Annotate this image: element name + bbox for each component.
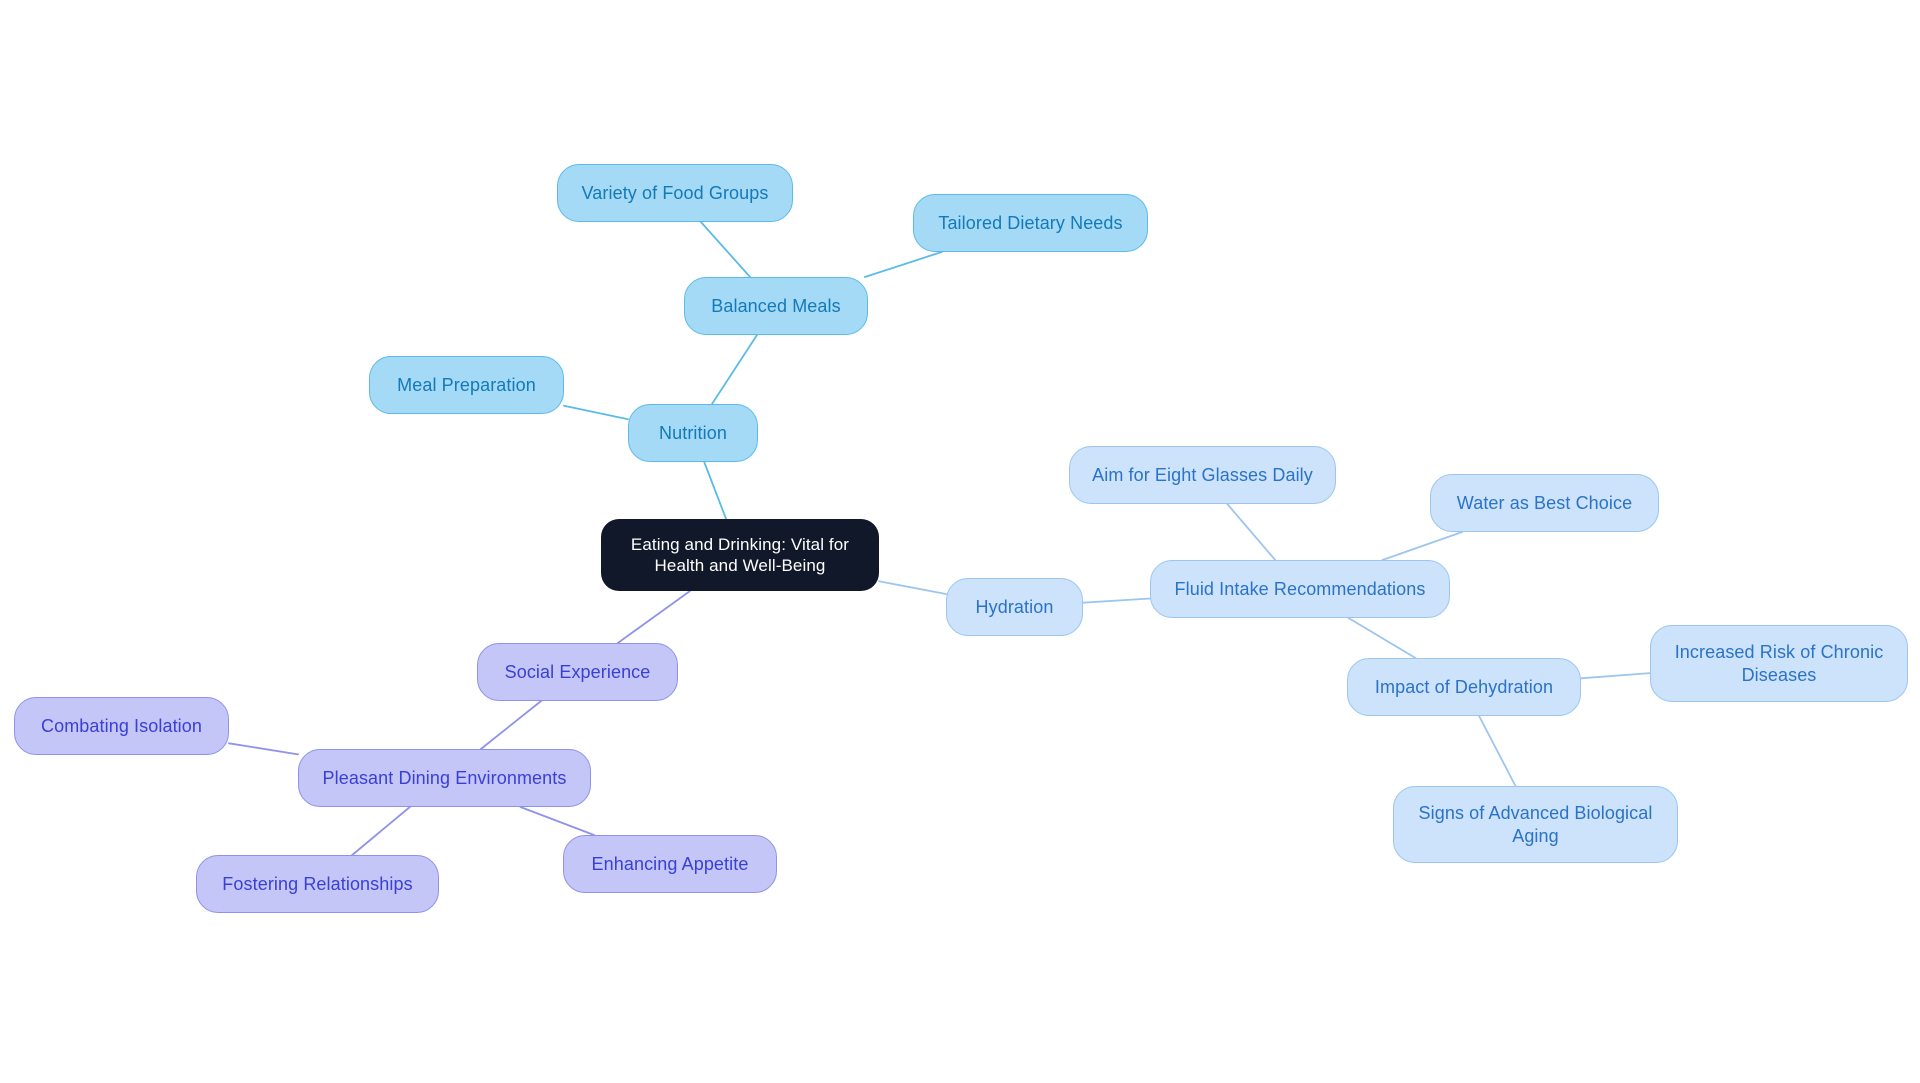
mindmap-node-label: Tailored Dietary Needs	[938, 212, 1123, 233]
mindmap-edge-hydration-to-fluid-intake-recommendations	[1082, 597, 1151, 604]
mindmap-node-variety-of-food-groups[interactable]: Variety of Food Groups	[557, 164, 793, 222]
mindmap-node-combating-isolation[interactable]: Combating Isolation	[14, 697, 229, 755]
mindmap-node-label: Social Experience	[504, 661, 651, 682]
mindmap-node-hydration[interactable]: Hydration	[946, 578, 1083, 636]
mindmap-node-label: Nutrition	[659, 422, 727, 443]
mindmap-node-label: Water as Best Choice	[1456, 492, 1633, 513]
mindmap-edge-balanced-meals-to-tailored-dietary-needs	[864, 251, 943, 278]
mindmap-node-meal-preparation[interactable]: Meal Preparation	[369, 356, 564, 414]
mindmap-node-label: Variety of Food Groups	[581, 182, 769, 203]
mindmap-edge-impact-of-dehydration-to-increased-risk-of-chronic-diseases	[1580, 672, 1651, 680]
mindmap-edge-nutrition-to-meal-preparation	[563, 404, 629, 421]
mindmap-edge-pleasant-dining-environments-to-combating-isolation	[228, 742, 299, 756]
mindmap-node-aim-for-eight-glasses-daily[interactable]: Aim for Eight Glasses Daily	[1069, 446, 1336, 504]
mindmap-node-enhancing-appetite[interactable]: Enhancing Appetite	[563, 835, 777, 893]
mindmap-node-pleasant-dining-environments[interactable]: Pleasant Dining Environments	[298, 749, 591, 807]
mindmap-node-label: Pleasant Dining Environments	[322, 767, 567, 788]
mindmap-node-label: Hydration	[975, 596, 1054, 617]
mindmap-node-label: Meal Preparation	[397, 374, 536, 395]
mindmap-node-increased-risk-of-chronic-diseases[interactable]: Increased Risk of Chronic Diseases	[1650, 625, 1908, 702]
mindmap-node-water-as-best-choice[interactable]: Water as Best Choice	[1430, 474, 1659, 532]
mindmap-node-label: Enhancing Appetite	[591, 853, 749, 874]
mindmap-node-fluid-intake-recommendations[interactable]: Fluid Intake Recommendations	[1150, 560, 1450, 618]
mindmap-node-label: Increased Risk of Chronic Diseases	[1674, 642, 1884, 685]
mindmap-edge-fluid-intake-recommendations-to-impact-of-dehydration	[1347, 617, 1417, 659]
mindmap-edge-pleasant-dining-environments-to-enhancing-appetite	[519, 806, 595, 836]
mindmap-edge-root-to-hydration	[878, 580, 947, 595]
mindmap-node-nutrition[interactable]: Nutrition	[628, 404, 758, 462]
mindmap-node-label: Impact of Dehydration	[1374, 676, 1554, 697]
mindmap-node-label: Fluid Intake Recommendations	[1174, 578, 1426, 599]
mindmap-node-label: Combating Isolation	[41, 715, 202, 736]
mindmap-node-signs-of-advanced-biological-aging[interactable]: Signs of Advanced Biological Aging	[1393, 786, 1678, 863]
mindmap-edge-root-to-nutrition	[703, 461, 727, 520]
mindmap-node-label: Eating and Drinking: Vital for Health an…	[630, 534, 850, 575]
mindmap-node-impact-of-dehydration[interactable]: Impact of Dehydration	[1347, 658, 1581, 716]
mindmap-node-label: Fostering Relationships	[222, 873, 413, 894]
mindmap-edge-impact-of-dehydration-to-signs-of-advanced-biological-aging	[1478, 715, 1517, 787]
mindmap-edge-root-to-social-experience	[616, 590, 691, 644]
mindmap-node-tailored-dietary-needs[interactable]: Tailored Dietary Needs	[913, 194, 1148, 252]
mindmap-node-root[interactable]: Eating and Drinking: Vital for Health an…	[601, 519, 879, 591]
mindmap-node-label: Aim for Eight Glasses Daily	[1092, 464, 1313, 485]
mindmap-node-fostering-relationships[interactable]: Fostering Relationships	[196, 855, 439, 913]
mindmap-edge-balanced-meals-to-variety-of-food-groups	[700, 221, 751, 278]
mindmap-node-label: Signs of Advanced Biological Aging	[1418, 803, 1653, 846]
mindmap-edge-social-experience-to-pleasant-dining-environments	[479, 700, 542, 750]
mindmap-node-social-experience[interactable]: Social Experience	[477, 643, 678, 701]
mindmap-edge-nutrition-to-balanced-meals	[711, 334, 758, 405]
mindmap-node-label: Balanced Meals	[711, 295, 841, 316]
mindmap-edge-pleasant-dining-environments-to-fostering-relationships	[351, 806, 411, 856]
mindmap-edge-fluid-intake-recommendations-to-aim-for-eight-glasses-daily	[1226, 503, 1277, 561]
mindmap-node-balanced-meals[interactable]: Balanced Meals	[684, 277, 868, 335]
mindmap-edge-fluid-intake-recommendations-to-water-as-best-choice	[1381, 531, 1463, 561]
